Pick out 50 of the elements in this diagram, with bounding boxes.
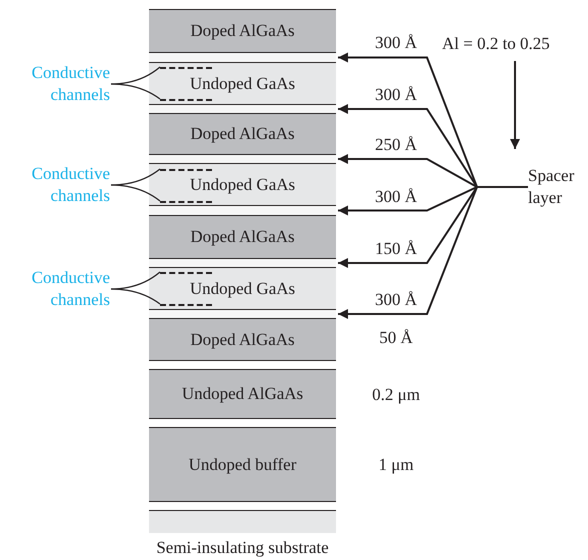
semiconductor-layer [149, 163, 336, 206]
thickness-label: 50 Å [378, 328, 414, 348]
layer-label: Undoped GaAs [190, 278, 296, 298]
spacer-band [149, 105, 336, 113]
thickness-label: 300 Å [374, 85, 418, 105]
channel-dashed-line [160, 169, 212, 171]
semiconductor-layer [149, 267, 336, 310]
arrow [510, 61, 520, 149]
layer-label: Doped AlGaAs [190, 330, 295, 350]
channel-dashed-line [160, 272, 212, 274]
layer-label: Doped AlGaAs [190, 21, 295, 41]
spacer-band [149, 259, 336, 267]
annotation-text: Spacer layer [528, 165, 588, 209]
thickness-label: 300 Å [374, 33, 418, 53]
channel-dashed-line [160, 99, 212, 101]
channel-dashed-line [160, 201, 212, 203]
layer-label: Semi-insulating substrate [155, 538, 330, 558]
spacer-band [149, 53, 336, 62]
channel-dashed-line [160, 67, 212, 69]
semiconductor-layer [149, 215, 336, 259]
leader-line [110, 288, 160, 304]
thickness-label: 1 μm [377, 455, 415, 475]
leader-line [110, 83, 160, 100]
annotation-text: Conductive channels [6, 267, 110, 311]
layer-label: Doped AlGaAs [190, 124, 295, 144]
thickness-label: 300 Å [374, 187, 418, 207]
semiconductor-layer [149, 62, 336, 105]
arrow [338, 186, 528, 319]
thickness-label: 250 Å [374, 135, 418, 155]
semiconductor-layer [149, 318, 336, 361]
semiconductor-layer [149, 113, 336, 155]
leader-line [110, 184, 160, 202]
semiconductor-layer [149, 427, 336, 502]
thickness-label: 0.2 μm [371, 385, 421, 405]
annotation-text: Al = 0.2 to 0.25 [442, 33, 588, 55]
layer-label: Undoped AlGaAs [182, 384, 304, 404]
semiconductor-layer [149, 9, 336, 53]
layer-label: Undoped GaAs [190, 74, 296, 94]
annotation-text: Conductive channels [6, 62, 110, 106]
channel-dashed-line [160, 304, 212, 306]
annotation-text: Conductive channels [6, 163, 110, 207]
spacer-band [149, 206, 336, 215]
spacer-band [149, 155, 336, 163]
spacer-band [149, 310, 336, 318]
semiconductor-layer [149, 369, 336, 419]
thickness-label: 300 Å [374, 290, 418, 310]
layer-label: Undoped GaAs [190, 174, 296, 194]
thickness-label: 150 Å [374, 239, 418, 259]
layer-label: Undoped buffer [188, 454, 296, 474]
layer-label: Doped AlGaAs [190, 227, 295, 247]
